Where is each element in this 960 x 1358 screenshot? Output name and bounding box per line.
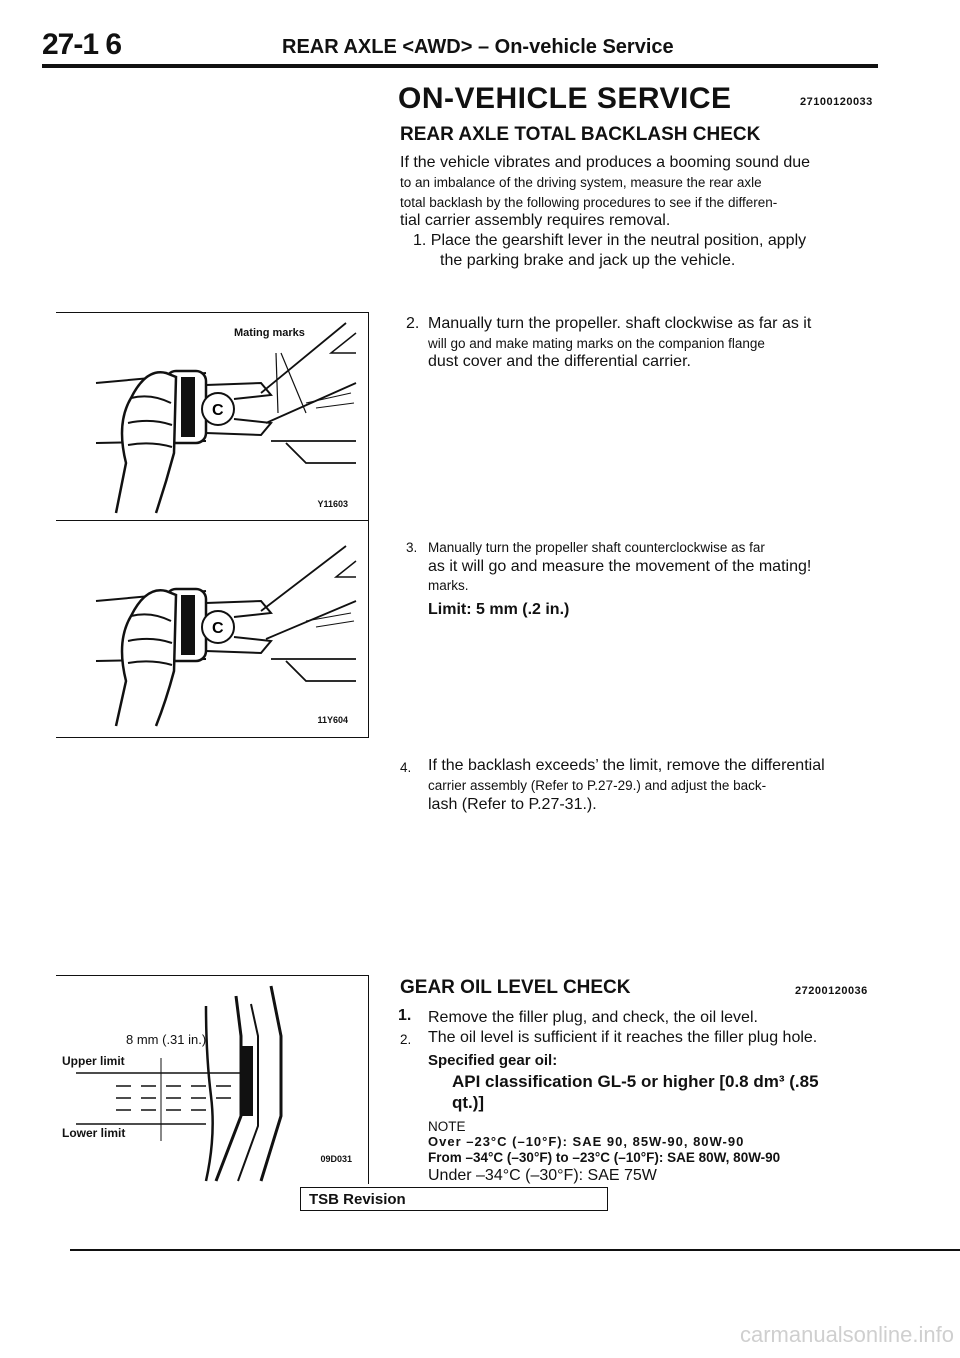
figure-mating-marks: C Mating marks Y11603 bbox=[56, 312, 369, 521]
spec-line-2: qt.)] bbox=[452, 1093, 485, 1112]
oil-step2-number: 2. bbox=[400, 1032, 412, 1047]
header-rule bbox=[42, 64, 878, 68]
step4-line-1: If the backlash exceeds’ the limit, remo… bbox=[428, 757, 825, 774]
oil-step2: The oil level is sufficient if it reache… bbox=[428, 1029, 818, 1046]
mating-marks-label: Mating marks bbox=[234, 327, 305, 339]
step1-line-2: the parking brake and jack up the vehicl… bbox=[440, 252, 736, 269]
footer-rule bbox=[70, 1249, 960, 1251]
step1-line-1: 1. Place the gearshift lever in the neut… bbox=[413, 232, 807, 249]
subsection-title-backlash: REAR AXLE TOTAL BACKLASH CHECK bbox=[400, 124, 761, 145]
propeller-shaft-counterclockwise-illustration: C bbox=[95, 545, 357, 727]
oil-step1: Remove the filler plug, and check, the o… bbox=[428, 1009, 758, 1026]
tsb-revision-box: TSB Revision bbox=[300, 1187, 608, 1211]
upper-limit-label: Upper limit bbox=[62, 1054, 125, 1068]
note-line-2: From –34°C (–30°F) to –23°C (–10°F): SAE… bbox=[428, 1150, 781, 1165]
step2-number: 2. bbox=[406, 315, 420, 332]
step2-line-1: Manually turn the propeller. shaft clock… bbox=[428, 315, 812, 332]
watermark: carmanualsonline.info bbox=[739, 1322, 954, 1347]
page-number: 27-1 6 bbox=[42, 28, 122, 61]
intro-line-2: to an imbalance of the driving system, m… bbox=[400, 175, 762, 190]
oil-step1-number: 1. bbox=[398, 1007, 412, 1024]
step4-number: 4. bbox=[400, 760, 412, 775]
step4-line-2: carrier assembly (Refer to P.27-29.) and… bbox=[428, 778, 767, 793]
svg-text:C: C bbox=[212, 402, 224, 419]
step3-line-1: Manually turn the propeller shaft counte… bbox=[428, 540, 765, 555]
step2-line-2: will go and make mating marks on the com… bbox=[428, 336, 765, 351]
intro-line-3: total backlash by the following procedur… bbox=[400, 195, 778, 210]
limit-spec: Limit: 5 mm (.2 in.) bbox=[428, 601, 570, 618]
page-header-title: REAR AXLE <AWD> – On-vehicle Service bbox=[282, 36, 674, 58]
note-label: NOTE bbox=[428, 1119, 466, 1134]
section-title-on-vehicle-service: ON-VEHICLE SERVICE bbox=[398, 82, 732, 115]
lower-limit-label: Lower limit bbox=[62, 1126, 126, 1140]
figure-code-2: 11Y604 bbox=[317, 715, 348, 725]
figure-oil-level: 8 mm (.31 in.) Upper limit Lower limit 0… bbox=[56, 975, 369, 1184]
measure-label: 8 mm (.31 in.) bbox=[126, 1032, 207, 1047]
step2-line-3: dust cover and the differential carrier. bbox=[428, 353, 691, 370]
oil-level-illustration bbox=[76, 985, 283, 1182]
figure-counterclockwise: C 11Y604 bbox=[56, 520, 369, 738]
figure-code-1: Y11603 bbox=[317, 499, 348, 509]
step3-line-3: marks. bbox=[428, 578, 469, 593]
step3-line-2: as it will go and measure the movement o… bbox=[428, 558, 812, 575]
svg-text:C: C bbox=[212, 620, 224, 637]
figure-code-3: 09D031 bbox=[320, 1154, 352, 1164]
section-code-2: 27200120036 bbox=[795, 985, 868, 997]
section-title-gear-oil: GEAR OIL LEVEL CHECK bbox=[400, 977, 631, 998]
specified-oil-label: Specified gear oil: bbox=[428, 1052, 558, 1069]
spec-line-1: API classification GL-5 or higher [0.8 d… bbox=[452, 1072, 819, 1091]
note-line-1: Over –23°C (–10°F): SAE 90, 85W-90, 80W-… bbox=[428, 1134, 745, 1149]
intro-line-4: tial carrier assembly requires removal. bbox=[400, 212, 671, 229]
step3-number: 3. bbox=[406, 540, 418, 555]
propeller-shaft-clockwise-illustration: C bbox=[95, 322, 357, 514]
note-line-3: Under –34°C (–30°F): SAE 75W bbox=[428, 1167, 657, 1184]
intro-line-1: If the vehicle vibrates and produces a b… bbox=[400, 154, 811, 171]
step4-line-3: lash (Refer to P.27-31.). bbox=[428, 796, 597, 813]
section-code: 27100120033 bbox=[800, 96, 873, 108]
